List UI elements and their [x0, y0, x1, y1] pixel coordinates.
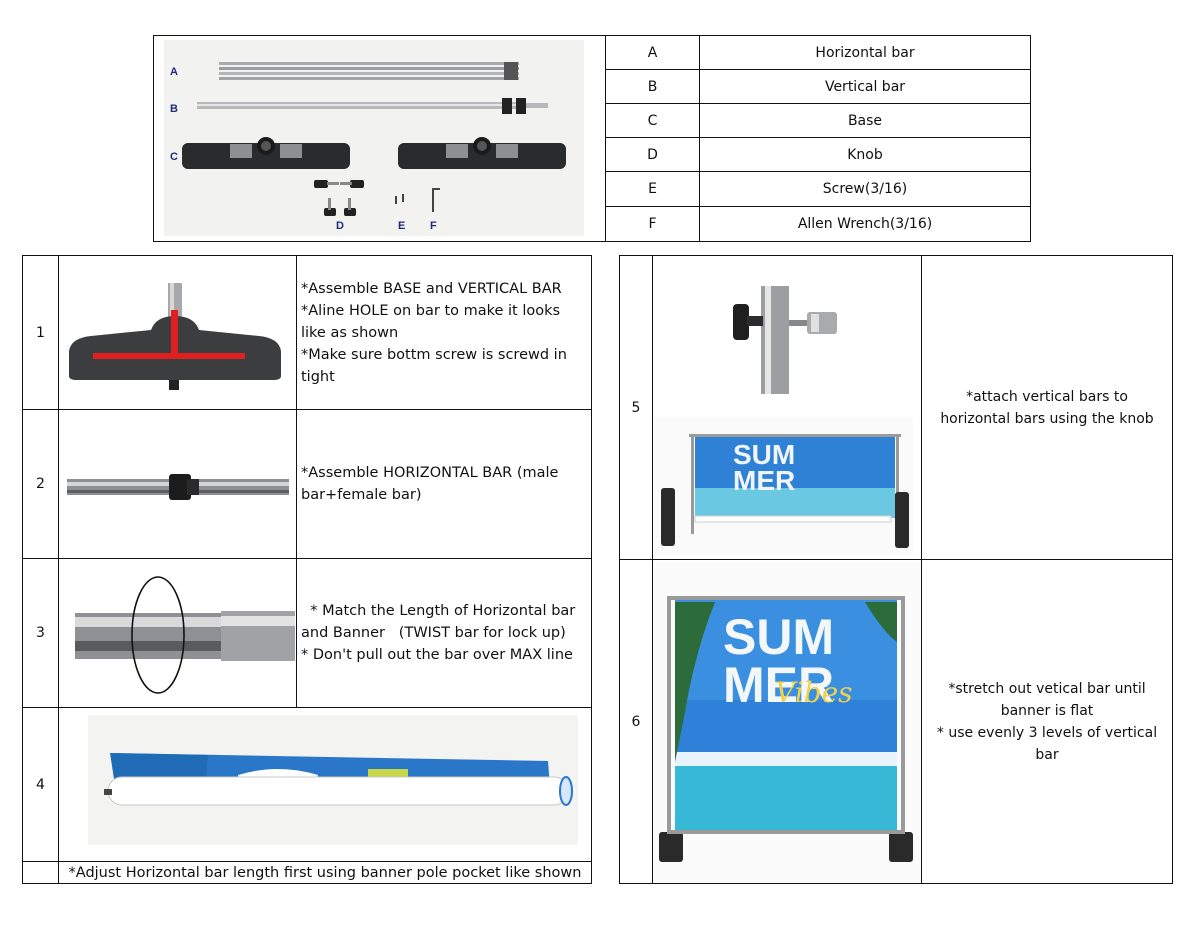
vertical-bar-part — [197, 98, 548, 114]
parts-table: A B C D E F A Horizontal bar B Vertical … — [153, 35, 1031, 242]
step-2-photo-cell — [58, 409, 297, 559]
parts-row-name: Knob — [699, 137, 1031, 172]
step-number: 6 — [619, 559, 653, 884]
parts-row-letter: D — [605, 137, 700, 172]
mini-banner-mer: MER — [733, 465, 795, 496]
parts-label-f: F — [430, 220, 437, 232]
parts-label-a: A — [170, 66, 178, 78]
parts-row-letter: B — [605, 69, 700, 104]
step-instruction: *Assemble BASE and VERTICAL BAR *Aline H… — [296, 255, 592, 410]
parts-row-name: Allen Wrench(3/16) — [699, 206, 1031, 242]
banner-text-sum: SUM — [723, 609, 834, 665]
step-number: 3 — [22, 558, 59, 708]
finished-banner-stand-photo: SUM MER Vibes — [655, 562, 921, 882]
caption-blank-cell — [22, 861, 59, 884]
knob-parts — [314, 180, 364, 216]
bar-length-match-photo — [75, 576, 295, 694]
allen-wrench-part — [432, 188, 440, 212]
parts-label-c: C — [170, 151, 178, 163]
step-number: 4 — [22, 707, 59, 862]
parts-row-name: Horizontal bar — [699, 35, 1031, 70]
parts-row-name: Screw(3/16) — [699, 171, 1031, 207]
banner-text-vibes: Vibes — [775, 676, 853, 709]
step-5-photo-cell: SUM MER — [652, 255, 922, 560]
mini-banner-sum: SUM — [733, 439, 795, 470]
step-instruction: *stretch out vetical bar until banner is… — [921, 559, 1173, 884]
screw-parts — [395, 194, 404, 204]
horizontal-bar-parts — [219, 62, 519, 80]
base-parts — [182, 137, 566, 169]
parts-row-name: Base — [699, 103, 1031, 138]
parts-row-letter: C — [605, 103, 700, 138]
parts-row-letter: F — [605, 206, 700, 242]
horizontal-bar-joint-photo — [67, 474, 289, 500]
parts-label-d: D — [336, 220, 344, 232]
step-4-caption: *Adjust Horizontal bar length first usin… — [58, 861, 592, 884]
step-3-photo-cell — [58, 558, 297, 708]
step-4-photo-cell — [58, 707, 592, 862]
parts-list: A Horizontal bar B Vertical bar C Base D… — [605, 35, 1031, 242]
parts-photo: A B C D E F — [164, 40, 584, 236]
step-number: 2 — [22, 409, 59, 559]
parts-label-b: B — [170, 103, 178, 115]
step-instruction: * Match the Length of Horizontal bar and… — [296, 558, 592, 708]
step-number: 1 — [22, 255, 59, 410]
knob-attachment-photo: SUM MER — [655, 272, 913, 554]
step-instruction: *attach vertical bars to horizontal bars… — [921, 255, 1173, 560]
step-instruction: *Assemble HORIZONTAL BAR (male bar+femal… — [296, 409, 592, 559]
step-number: 5 — [619, 255, 653, 560]
left-steps-table: 1 *Assemble BASE and VERTICAL BAR *Aline… — [22, 255, 592, 884]
parts-row-name: Vertical bar — [699, 69, 1031, 104]
parts-row-letter: A — [605, 35, 700, 70]
rolled-banner-photo — [88, 715, 578, 845]
parts-photo-illustration — [182, 62, 566, 216]
parts-label-e: E — [398, 220, 406, 232]
right-steps-table: 5 SUM MER *attach vertical bars to ho — [619, 255, 1173, 884]
base-and-vertical-bar-photo — [69, 283, 281, 390]
step-6-photo-cell: SUM MER Vibes — [652, 559, 922, 884]
parts-row-letter: E — [605, 171, 700, 207]
step-1-photo-cell — [58, 255, 297, 410]
banner-text-mer: MER — [723, 657, 834, 713]
